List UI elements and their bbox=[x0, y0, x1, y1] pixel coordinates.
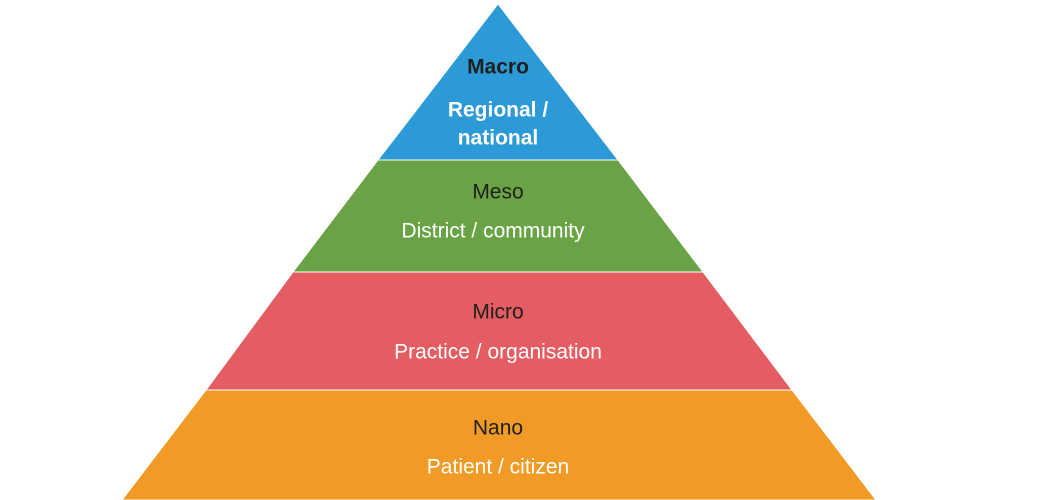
pyramid-level-nano: Nano Patient / citizen bbox=[121, 389, 877, 500]
pyramid-level-macro-subtitle-line-2: national bbox=[458, 127, 539, 150]
pyramid-level-macro-title: Macro bbox=[467, 56, 529, 79]
pyramid-level-micro-subtitle: Practice / organisation bbox=[394, 341, 602, 364]
pyramid-level-nano-subtitle: Patient / citizen bbox=[427, 456, 569, 479]
pyramid-level-micro-shape bbox=[205, 271, 794, 391]
pyramid-level-macro: Macro Regional / national bbox=[376, 3, 620, 161]
pyramid-level-meso-subtitle: District / community bbox=[401, 220, 585, 243]
pyramid-level-micro-title: Micro bbox=[472, 301, 523, 324]
pyramid-level-macro-subtitle-line-1: Regional / bbox=[448, 99, 549, 122]
pyramid-level-meso-title: Meso bbox=[472, 181, 523, 204]
pyramid-level-micro: Micro Practice / organisation bbox=[205, 271, 794, 391]
pyramid-level-meso: Meso District / community bbox=[291, 159, 705, 273]
pyramid-level-meso-shape bbox=[291, 159, 705, 273]
pyramid-level-nano-title: Nano bbox=[473, 417, 523, 440]
pyramid-level-nano-shape bbox=[121, 389, 877, 500]
